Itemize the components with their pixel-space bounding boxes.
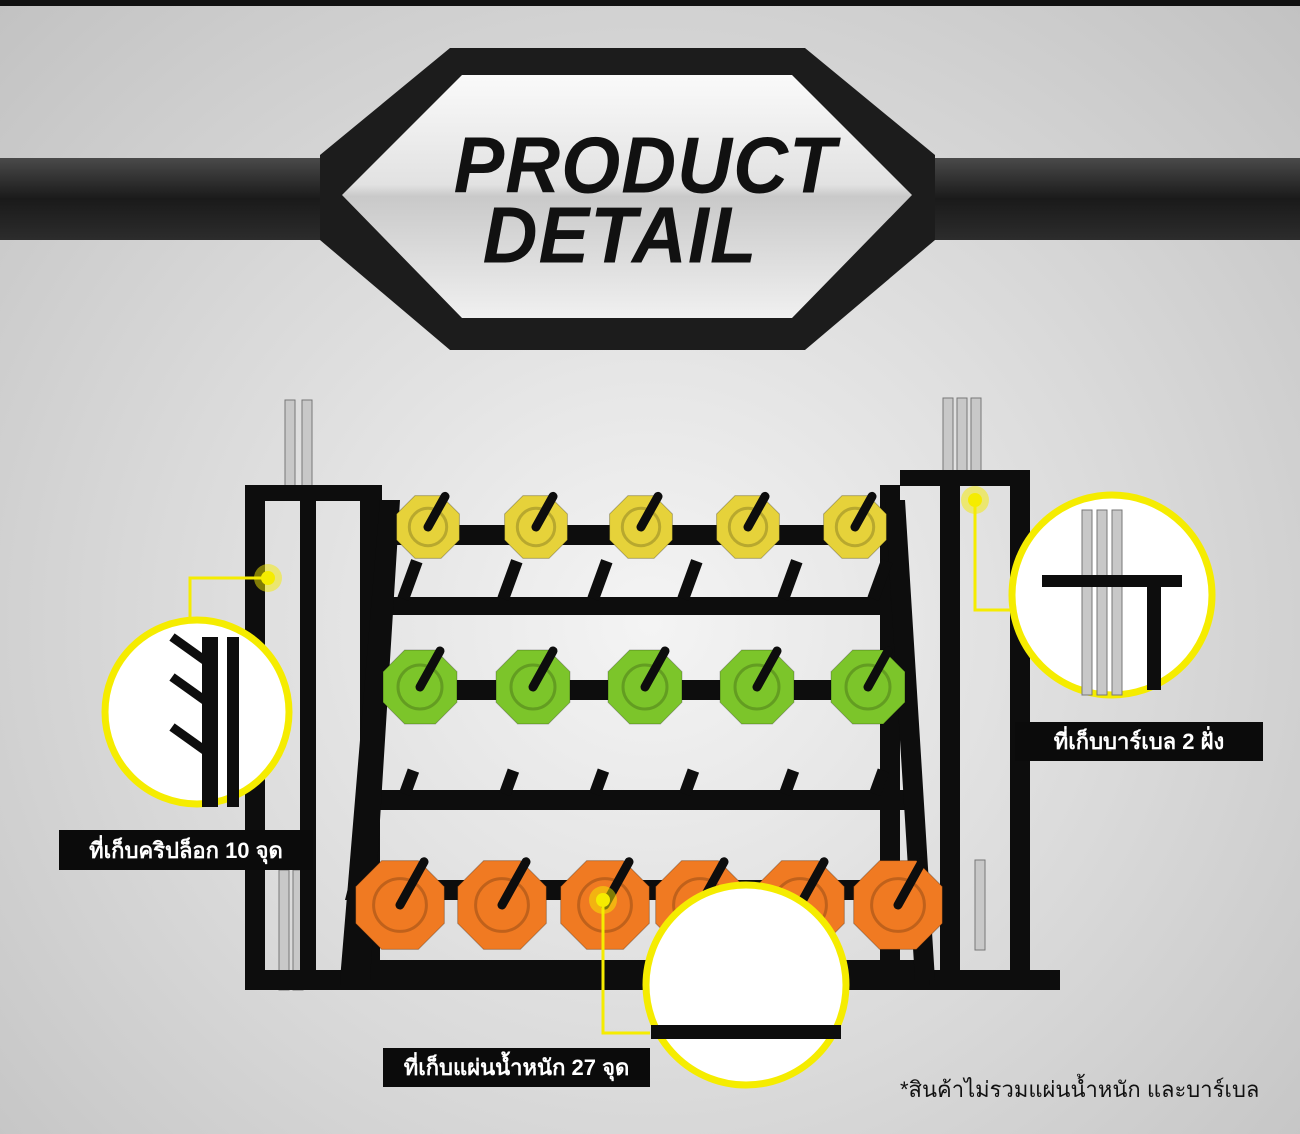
plate-peg <box>640 646 670 692</box>
plate-storage-label: ที่เก็บแผ่นน้ำหนัก 27 จุด <box>383 1048 650 1087</box>
plate-ring <box>515 506 557 548</box>
plate-peg <box>531 491 558 532</box>
plate-peg <box>795 857 829 910</box>
plate-ring <box>870 877 926 933</box>
plate-peg <box>397 559 423 601</box>
zoom-clip-peg <box>169 723 210 756</box>
plate-peg <box>893 857 927 910</box>
plate-storage-dot <box>596 893 610 907</box>
zoom-frame <box>1147 575 1161 690</box>
rack-frame <box>300 485 316 990</box>
plate-peg <box>415 646 445 692</box>
plate-peg <box>679 768 700 797</box>
barbell-chrome <box>301 399 313 491</box>
zoom-barbell <box>1096 509 1108 696</box>
header-hexagon-inner <box>342 75 912 318</box>
weight-rack <box>245 397 1060 1019</box>
plate-peg <box>863 646 893 692</box>
barbell-chrome <box>956 397 968 481</box>
plate-peg <box>777 559 803 601</box>
plate-ring <box>372 877 428 933</box>
zoom-shelf <box>651 1025 841 1039</box>
plate-peg <box>587 559 613 601</box>
plate-peg <box>499 768 520 797</box>
zoom-frame <box>202 637 218 807</box>
barbell-chrome <box>974 859 986 951</box>
plate-peg <box>399 768 420 797</box>
plate-peg <box>752 646 782 692</box>
barbell-chrome <box>970 397 982 481</box>
plate-peg <box>636 491 663 532</box>
plate-peg <box>869 768 890 797</box>
plate-peg <box>743 491 770 532</box>
plate-ring <box>844 663 892 711</box>
rack-shelf <box>355 790 910 810</box>
plate-peg <box>497 559 523 601</box>
plate-peg <box>779 768 800 797</box>
zoom-frame <box>227 637 239 807</box>
rack-frame <box>262 485 382 501</box>
zoom-clip-peg <box>169 633 210 666</box>
zoom-barbell <box>1111 509 1123 696</box>
barbell-storage-label: ที่เก็บบาร์เบล 2 ฝั่ง <box>1015 722 1263 761</box>
zoom-barbell <box>1081 509 1093 696</box>
plate-peg <box>677 559 703 601</box>
zoom-clip-peg <box>169 673 210 706</box>
plate-peg <box>423 491 450 532</box>
rack-frame <box>940 480 960 980</box>
barbell-chrome <box>284 399 296 491</box>
plate-ring <box>621 663 669 711</box>
clip-storage-dot <box>261 571 275 585</box>
rack-leg <box>340 500 400 980</box>
top-rule <box>0 0 1300 6</box>
plate-storage-zoom-circle <box>642 881 850 1089</box>
plate-ring <box>577 877 633 933</box>
plate-storage-leader <box>601 900 650 1035</box>
plate-ring <box>727 506 769 548</box>
plate-ring <box>509 663 557 711</box>
clip-storage-leader <box>188 576 268 630</box>
plate-peg <box>589 768 610 797</box>
plate-ring <box>474 877 530 933</box>
title-line-2: DETAIL <box>482 190 758 281</box>
title-line-1: PRODUCT <box>453 120 837 211</box>
clip-storage-zoom-circle <box>101 616 293 808</box>
plate-ring <box>834 506 876 548</box>
plate-ring <box>407 506 449 548</box>
plate-ring <box>396 663 444 711</box>
plate-peg <box>867 559 893 601</box>
plate-peg <box>497 857 531 910</box>
rack-shelf <box>370 597 895 615</box>
plate-peg <box>395 857 429 910</box>
rack-frame <box>900 470 1030 486</box>
barbell-storage-dot <box>968 493 982 507</box>
callout-graphics <box>101 486 1216 1089</box>
plate-ring <box>733 663 781 711</box>
barbell-chrome <box>942 397 954 481</box>
plate-peg <box>528 646 558 692</box>
footnote: *สินค้าไม่รวมแผ่นน้ำหนัก และบาร์เบล <box>900 1077 1260 1102</box>
clip-storage-label: ที่เก็บคริปล็อก 10 จุด <box>59 830 313 870</box>
plate-peg <box>850 491 877 532</box>
plate-ring <box>620 506 662 548</box>
